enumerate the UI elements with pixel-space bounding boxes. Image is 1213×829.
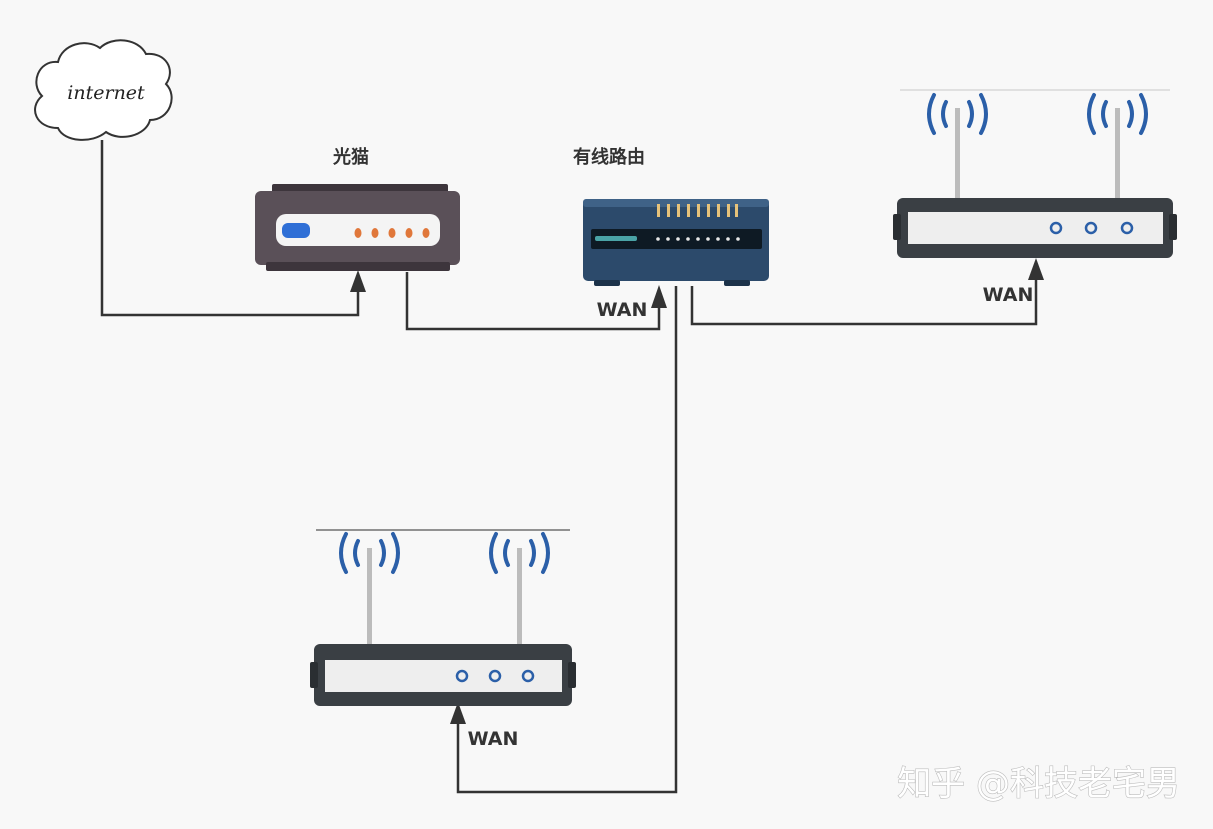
arrow-heads	[350, 258, 1044, 724]
wireless-router-bottom-wan-label: WAN	[468, 728, 519, 750]
wifi-signal-icon	[1087, 93, 1148, 135]
watermark-text: 知乎 @科技老宅男	[897, 764, 1180, 804]
wifi-signal-icon	[489, 532, 550, 574]
internet-label: internet	[67, 82, 145, 104]
arrow-into-bottom-wireless-wan	[450, 702, 466, 724]
wireless-router-bottom-panel	[325, 660, 562, 692]
arrow-into-modem	[350, 270, 366, 292]
wired-router-device: 有线路由 WAN	[573, 146, 769, 321]
arrow-into-top-wireless-wan	[1028, 258, 1044, 280]
modem-button	[282, 223, 310, 238]
wireless-router-bottom: WAN	[310, 529, 576, 750]
antenna-left	[367, 548, 372, 644]
internet-cloud: internet	[34, 39, 173, 141]
line-internet-to-modem	[100, 140, 360, 317]
wired-router-leds	[656, 237, 740, 241]
wireless-router-top: WAN	[893, 89, 1177, 306]
wifi-signal-icon	[339, 532, 400, 574]
line-router-to-top-wireless	[690, 270, 1038, 326]
antenna-right	[1115, 108, 1120, 200]
wired-router-wan-label: WAN	[597, 299, 648, 321]
wired-router-label: 有线路由	[573, 146, 645, 168]
modem-device: 光猫	[255, 146, 460, 271]
antenna-left	[955, 108, 960, 200]
modem-label: 光猫	[332, 146, 369, 168]
wireless-router-top-leds	[1049, 221, 1134, 235]
line-router-to-bottom-wireless	[456, 286, 678, 794]
wired-router-top-ports	[657, 204, 738, 217]
line-modem-to-router	[405, 272, 661, 331]
connections	[100, 140, 1038, 794]
wifi-signal-icon	[927, 93, 988, 135]
cloud-shape	[34, 39, 173, 141]
wireless-router-bottom-leds	[455, 669, 535, 683]
arrow-into-router-wan	[651, 285, 667, 308]
antenna-right	[517, 548, 522, 644]
wireless-router-top-wan-label: WAN	[983, 284, 1034, 306]
wireless-router-top-panel	[908, 212, 1163, 244]
modem-leds	[354, 228, 430, 238]
